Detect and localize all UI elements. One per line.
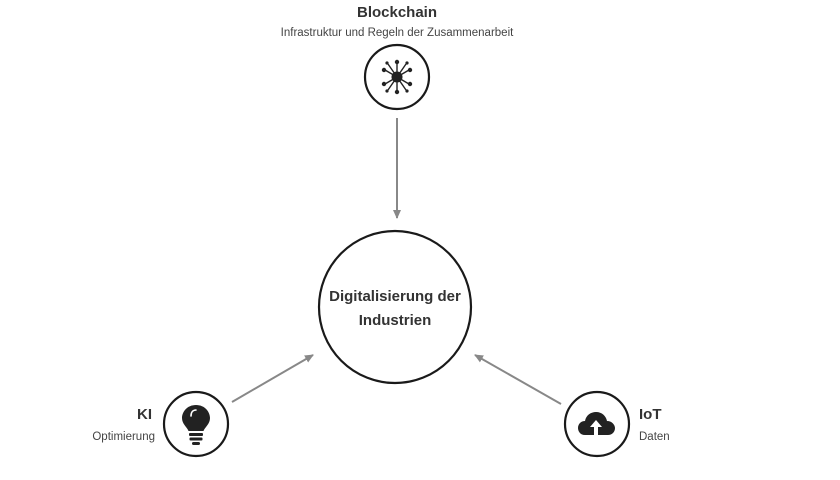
center-node: Digitalisierung der Industrien (317, 229, 473, 385)
cloud-upload-icon (578, 412, 615, 435)
iot-title: IoT (639, 406, 662, 423)
arrow-ki-to-center (231, 354, 314, 403)
arrow-iot-to-center (474, 354, 562, 405)
blockchain-title: Blockchain (357, 4, 437, 21)
center-label-line1: Digitalisierung der (329, 288, 461, 305)
network-hub-icon (381, 59, 413, 95)
ki-subtitle: Optimierung (92, 431, 155, 443)
iot-node: IoT Daten (563, 390, 670, 458)
lightbulb-icon (182, 405, 210, 445)
iot-subtitle: Daten (639, 431, 670, 443)
center-label-line2: Industrien (359, 312, 432, 329)
blockchain-subtitle: Infrastruktur und Regeln der Zusammenarb… (281, 27, 514, 39)
ki-node: KI Optimierung (92, 390, 230, 458)
ki-title: KI (137, 406, 152, 423)
center-circle (317, 229, 473, 385)
blockchain-node: Blockchain Infrastruktur und Regeln der … (281, 4, 514, 111)
